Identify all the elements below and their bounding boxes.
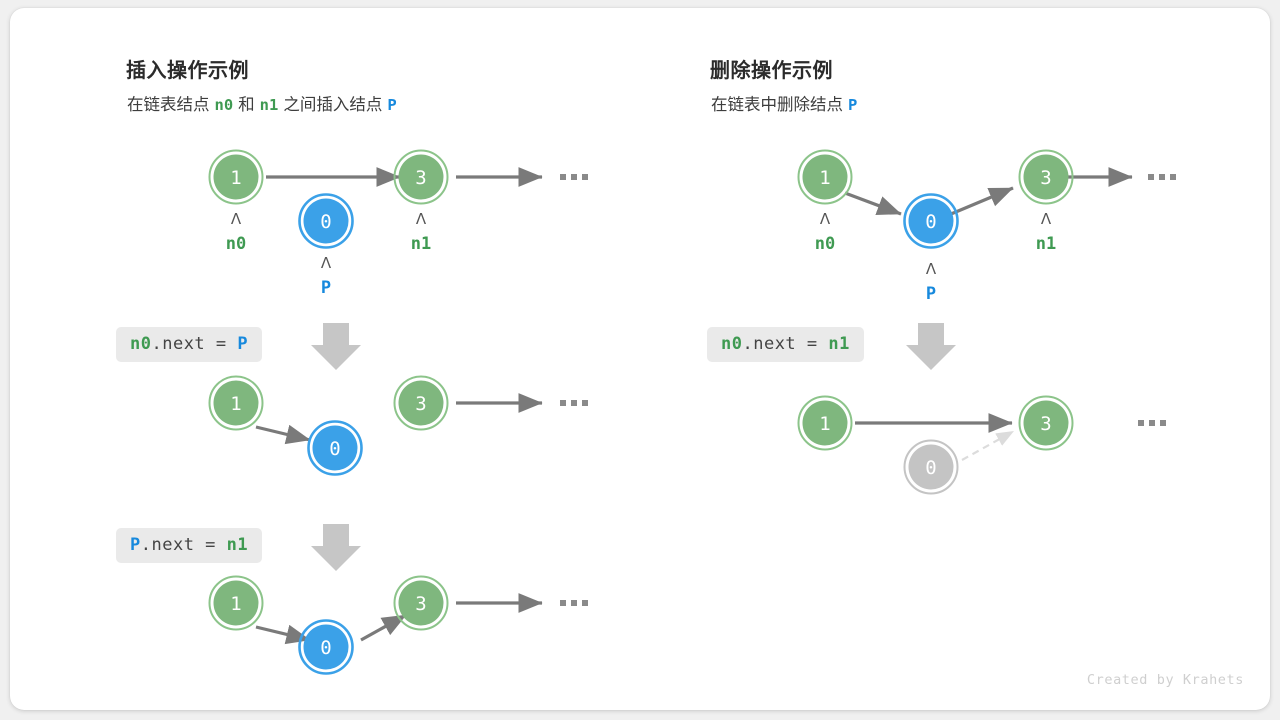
code-token-n0: n0 — [130, 334, 152, 354]
pointer-label-p: P — [321, 278, 331, 298]
node-3: 3 — [393, 375, 449, 431]
node-0: 0 — [903, 193, 959, 249]
code-token-n1: n1 — [828, 334, 850, 354]
node-3: 3 — [393, 575, 449, 631]
pointer-label-n1: n1 — [411, 234, 431, 254]
code-token-n0: n0 — [721, 334, 743, 354]
pointer-label-n0: n0 — [226, 234, 246, 254]
insert-step-2-diagram: 1 3 0 — [208, 375, 588, 476]
caret-icon: Λ — [321, 254, 332, 272]
subtitle-code-n1: n1 — [259, 96, 279, 114]
ellipsis-icon — [1148, 174, 1176, 180]
caret-icon: Λ — [231, 210, 242, 228]
svg-text:3: 3 — [1040, 167, 1051, 189]
svg-text:3: 3 — [1040, 413, 1051, 435]
ellipsis-icon — [1138, 420, 1166, 426]
subtitle-text-1: 在链表中删除结点 — [711, 96, 843, 114]
pointer-label-p: P — [926, 284, 936, 304]
subtitle-code-p: P — [387, 96, 397, 114]
code-token-next: .next = — [151, 334, 238, 354]
down-arrow-icon — [906, 323, 956, 370]
delete-step-2-code: n0.next = n1 — [707, 327, 864, 362]
node-0: 0 — [298, 619, 354, 675]
pointer-label-n1: n1 — [1036, 234, 1056, 254]
svg-text:1: 1 — [230, 593, 241, 615]
svg-text:1: 1 — [819, 167, 830, 189]
insert-step-2-code: n0.next = P — [116, 327, 263, 362]
svg-text:1: 1 — [819, 413, 830, 435]
svg-text:1: 1 — [230, 167, 241, 189]
node-0: 0 — [307, 420, 363, 476]
down-arrow-icon — [311, 323, 361, 370]
delete-panel-title: 删除操作示例 — [710, 60, 833, 82]
code-token-n1: n1 — [226, 535, 249, 555]
ellipsis-icon — [560, 400, 588, 406]
caret-icon: Λ — [820, 210, 831, 228]
node-1: 1 — [208, 375, 264, 431]
subtitle-text-3: 之间插入结点 — [283, 96, 383, 114]
svg-text:0: 0 — [925, 457, 936, 479]
node-1: 1 — [797, 149, 853, 205]
code-token-next: .next = — [140, 535, 227, 555]
insert-step-3-diagram: 1 3 0 — [208, 575, 588, 675]
node-0-deleted: 0 — [903, 439, 959, 495]
node-3: 3 — [393, 149, 449, 205]
node-1: 1 — [797, 395, 853, 451]
subtitle-text-1: 在链表结点 — [127, 96, 210, 114]
node-0: 0 — [298, 193, 354, 249]
node-3: 3 — [1018, 149, 1074, 205]
svg-text:0: 0 — [925, 211, 936, 233]
credit-text: Created by Krahets — [1086, 672, 1244, 688]
svg-text:0: 0 — [329, 438, 340, 460]
insert-panel-title: 插入操作示例 — [126, 60, 249, 82]
down-arrow-icon — [311, 524, 361, 571]
ellipsis-icon — [560, 174, 588, 180]
delete-panel-subtitle: 在链表中删除结点 P — [711, 91, 862, 115]
insert-step-1-diagram: 1 0 3 Λ n0 Λ P Λ n1 — [208, 149, 588, 298]
node-3: 3 — [1018, 395, 1074, 451]
svg-text:3: 3 — [415, 393, 426, 415]
pointer-label-n0: n0 — [815, 234, 835, 254]
svg-text:0: 0 — [320, 211, 331, 233]
caret-icon: Λ — [416, 210, 427, 228]
delete-step-1-diagram: 1 0 3 Λ n0 Λ P Λ n1 — [797, 149, 1176, 304]
code-token-next: .next = — [742, 334, 829, 354]
subtitle-text-2: 和 — [238, 96, 255, 114]
code-token-p: P — [130, 535, 141, 555]
svg-text:3: 3 — [415, 167, 426, 189]
node-1: 1 — [208, 575, 264, 631]
subtitle-code-p: P — [848, 96, 858, 114]
insert-step-3-code: P.next = n1 — [116, 528, 263, 563]
caret-icon: Λ — [926, 260, 937, 278]
svg-text:3: 3 — [415, 593, 426, 615]
svg-text:0: 0 — [320, 637, 331, 659]
caret-icon: Λ — [1041, 210, 1052, 228]
ellipsis-icon — [560, 600, 588, 606]
code-token-p: P — [237, 334, 249, 354]
subtitle-code-n0: n0 — [214, 96, 234, 114]
node-1: 1 — [208, 149, 264, 205]
delete-step-2-diagram: 1 3 0 — [797, 395, 1166, 495]
svg-text:1: 1 — [230, 393, 241, 415]
